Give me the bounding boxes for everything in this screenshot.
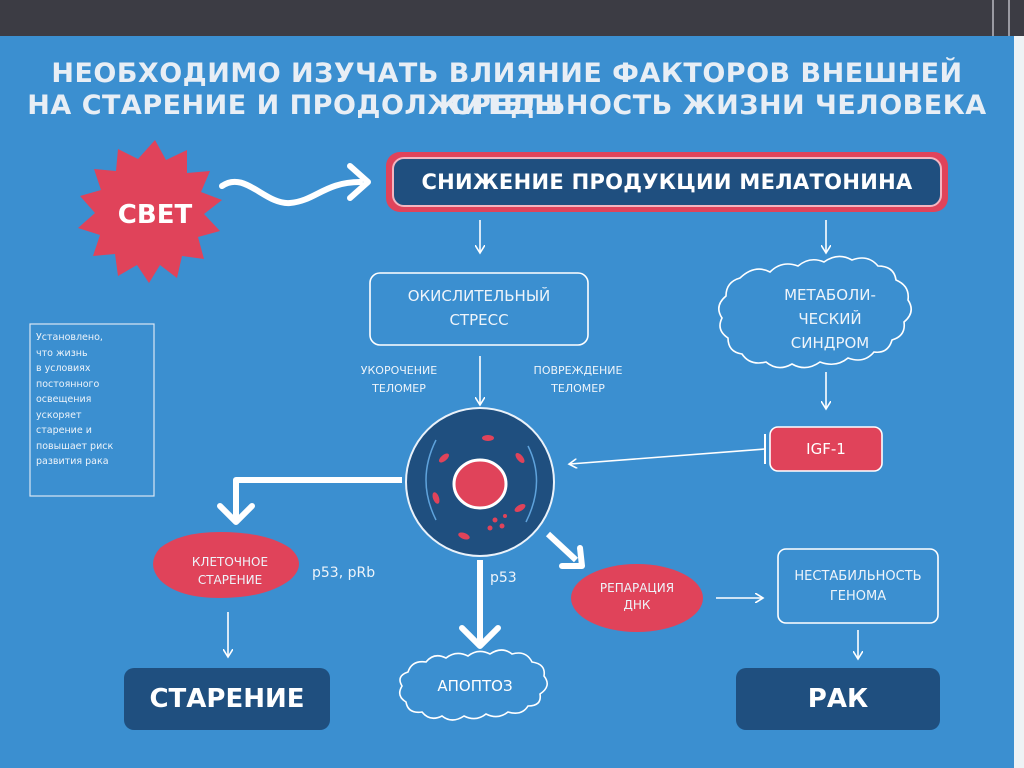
- metabolic-line-1: МЕТАБОЛИ-: [784, 286, 876, 304]
- note-line: ускоряет: [36, 409, 82, 421]
- dna-repair-label: РЕПАРАЦИЯ ДНК: [572, 580, 702, 614]
- slide-title-line-2: НА СТАРЕНИЕ И ПРОДОЛЖИТЕЛЬНОСТЬ ЖИЗНИ ЧЕ…: [27, 90, 987, 121]
- dna-repair-shape: [571, 564, 703, 632]
- melatonin-label: СНИЖЕНИЕ ПРОДУКЦИИ МЕЛАТОНИНА: [421, 170, 913, 194]
- note-line: что жизнь: [36, 347, 88, 359]
- dna-repair-line-2: ДНК: [623, 598, 651, 612]
- cell-aging-line-1: КЛЕТОЧНОЕ: [191, 555, 269, 569]
- note-line: повышает риск: [36, 440, 114, 452]
- note-line: постоянного: [36, 378, 100, 390]
- genome-box: [777, 548, 939, 624]
- note-box: [29, 323, 155, 497]
- telomere-short-line-2: ТЕЛОМЕР: [372, 382, 426, 395]
- cell-aging-label: КЛЕТОЧНОЕ СТАРЕНИЕ: [160, 553, 300, 589]
- cancer-label: РАК: [807, 684, 869, 714]
- genome-instability-label: НЕСТАБИЛЬНОСТЬ ГЕНОМА: [778, 567, 938, 607]
- oxidative-line-1: ОКИСЛИТЕЛЬНЫЙ: [407, 287, 551, 305]
- telomere-damage-line-1: ПОВРЕЖДЕНИЕ: [533, 364, 623, 377]
- note-line: в условиях: [36, 363, 91, 374]
- aging-label: СТАРЕНИЕ: [149, 684, 305, 714]
- slide-right-edge: [1014, 36, 1024, 768]
- note-line: развития рака: [36, 456, 109, 467]
- cell-aging-shape: [153, 532, 299, 598]
- melatonin-box-inner: [392, 157, 942, 207]
- oxidative-box: [369, 272, 589, 346]
- light-starburst: [78, 140, 222, 283]
- aging-box: [124, 668, 330, 730]
- metabolic-cloud: [718, 255, 912, 369]
- metabolic-line-3: СИНДРОМ: [790, 334, 870, 352]
- genome-line-2: ГЕНОМА: [829, 589, 887, 604]
- metabolic-syndrome-label: МЕТАБОЛИ- ЧЕСКИЙ СИНДРОМ: [740, 283, 920, 355]
- oxidative-line-2: СТРЕСС: [449, 311, 509, 329]
- telomere-damage-label: ПОВРЕЖДЕНИЕ ТЕЛОМЕР: [508, 362, 648, 398]
- light-label: СВЕТ: [117, 200, 193, 230]
- note-line: Установлено,: [36, 332, 103, 343]
- window-top-bar: [0, 0, 1024, 36]
- note-line: освещения: [36, 394, 92, 405]
- igf-to-cell-arrow: [570, 448, 766, 464]
- cancer-box: [736, 668, 940, 730]
- telomere-damage-line-2: ТЕЛОМЕР: [551, 382, 605, 395]
- p53-label: p53: [490, 570, 517, 586]
- arrow-cell-to-cell-aging: [233, 477, 402, 518]
- note-text: Установлено, что жизнь в условиях постоянно…: [36, 330, 150, 470]
- apoptosis-cloud: [398, 649, 548, 721]
- p53-prb-label: p53, pRb: [312, 565, 376, 581]
- genome-line-1: НЕСТАБИЛЬНОСТЬ: [794, 569, 922, 584]
- light-to-melatonin-arrow: [219, 178, 363, 207]
- igf-label: IGF-1: [806, 440, 846, 458]
- telomere-short-line-1: УКОРОЧЕНИЕ: [360, 364, 438, 377]
- cell-illustration: [405, 407, 555, 557]
- arrow-head-dna-repair: [559, 545, 585, 569]
- dna-repair-line-1: РЕПАРАЦИЯ: [599, 581, 675, 595]
- light-arrow-head: [347, 163, 371, 201]
- arrow-head-apoptosis: [459, 625, 501, 649]
- igf-box: [769, 426, 883, 472]
- arrow-cell-to-dna-repair: [545, 531, 579, 563]
- arrow-head-cell-aging: [217, 503, 255, 525]
- note-line: старение и: [36, 425, 92, 436]
- metabolic-line-2: ЧЕСКИЙ: [798, 310, 862, 328]
- slide-edge-marker: [992, 0, 1010, 36]
- telomere-shortening-label: УКОРОЧЕНИЕ ТЕЛОМЕР: [334, 362, 464, 398]
- slide-title-line-1: НЕОБХОДИМО ИЗУЧАТЬ ВЛИЯНИЕ ФАКТОРОВ ВНЕШ…: [51, 58, 963, 121]
- cell-aging-line-2: СТАРЕНИЕ: [197, 573, 263, 587]
- apoptosis-label: АПОПТОЗ: [437, 677, 513, 695]
- oxidative-stress-label: ОКИСЛИТЕЛЬНЫЙ СТРЕСС: [370, 284, 588, 332]
